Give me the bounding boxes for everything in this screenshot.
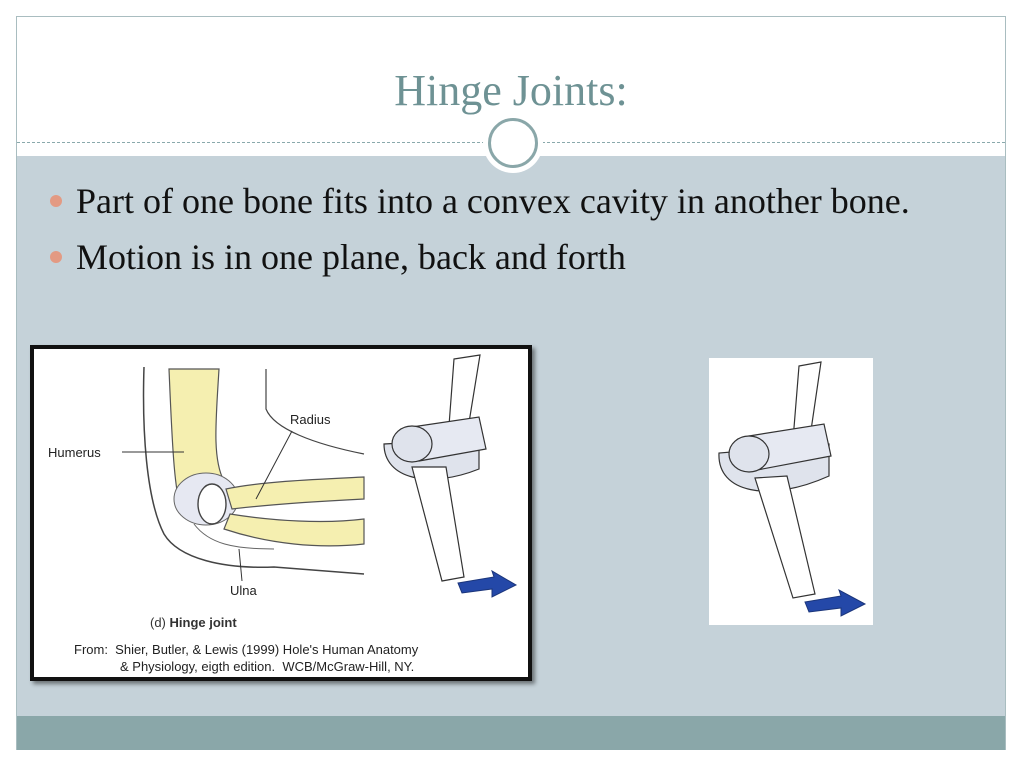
figure-subtitle-prefix: (d) [150,615,166,630]
figure-citation: From: Shier, Butler, & Lewis (1999) Hole… [74,641,418,675]
humerus-label: Humerus [48,445,101,460]
elbow-hinge-figure: Humerus Radius Ulna (d) Hinge joint From… [30,345,532,681]
hinge-model-figure [709,358,873,625]
figure-subtitle-text: Hinge joint [169,615,237,630]
bottom-bar [17,716,1005,750]
bullet-dot-icon [50,195,62,207]
radius-label: Radius [290,412,331,427]
ulna-label: Ulna [230,583,257,598]
bullet-item: Motion is in one plane, back and forth [50,236,980,278]
bullet-list: Part of one bone fits into a convex cavi… [50,180,980,292]
bullet-text: Motion is in one plane, back and forth [76,237,626,277]
circle-ornament-icon [488,118,538,168]
bullet-item: Part of one bone fits into a convex cavi… [50,180,980,222]
bullet-text: Part of one bone fits into a convex cavi… [76,181,910,221]
bullet-dot-icon [50,251,62,263]
figure-subtitle: (d) Hinge joint [150,615,237,630]
citation-line-1: From: Shier, Butler, & Lewis (1999) Hole… [74,642,419,657]
citation-line-2: & Physiology, eigth edition. WCB/McGraw-… [120,659,415,674]
hinge-model-illustration [718,361,867,617]
elbow-anatomy-illustration [122,354,518,598]
slide-title: Hinge Joints: [394,66,628,115]
